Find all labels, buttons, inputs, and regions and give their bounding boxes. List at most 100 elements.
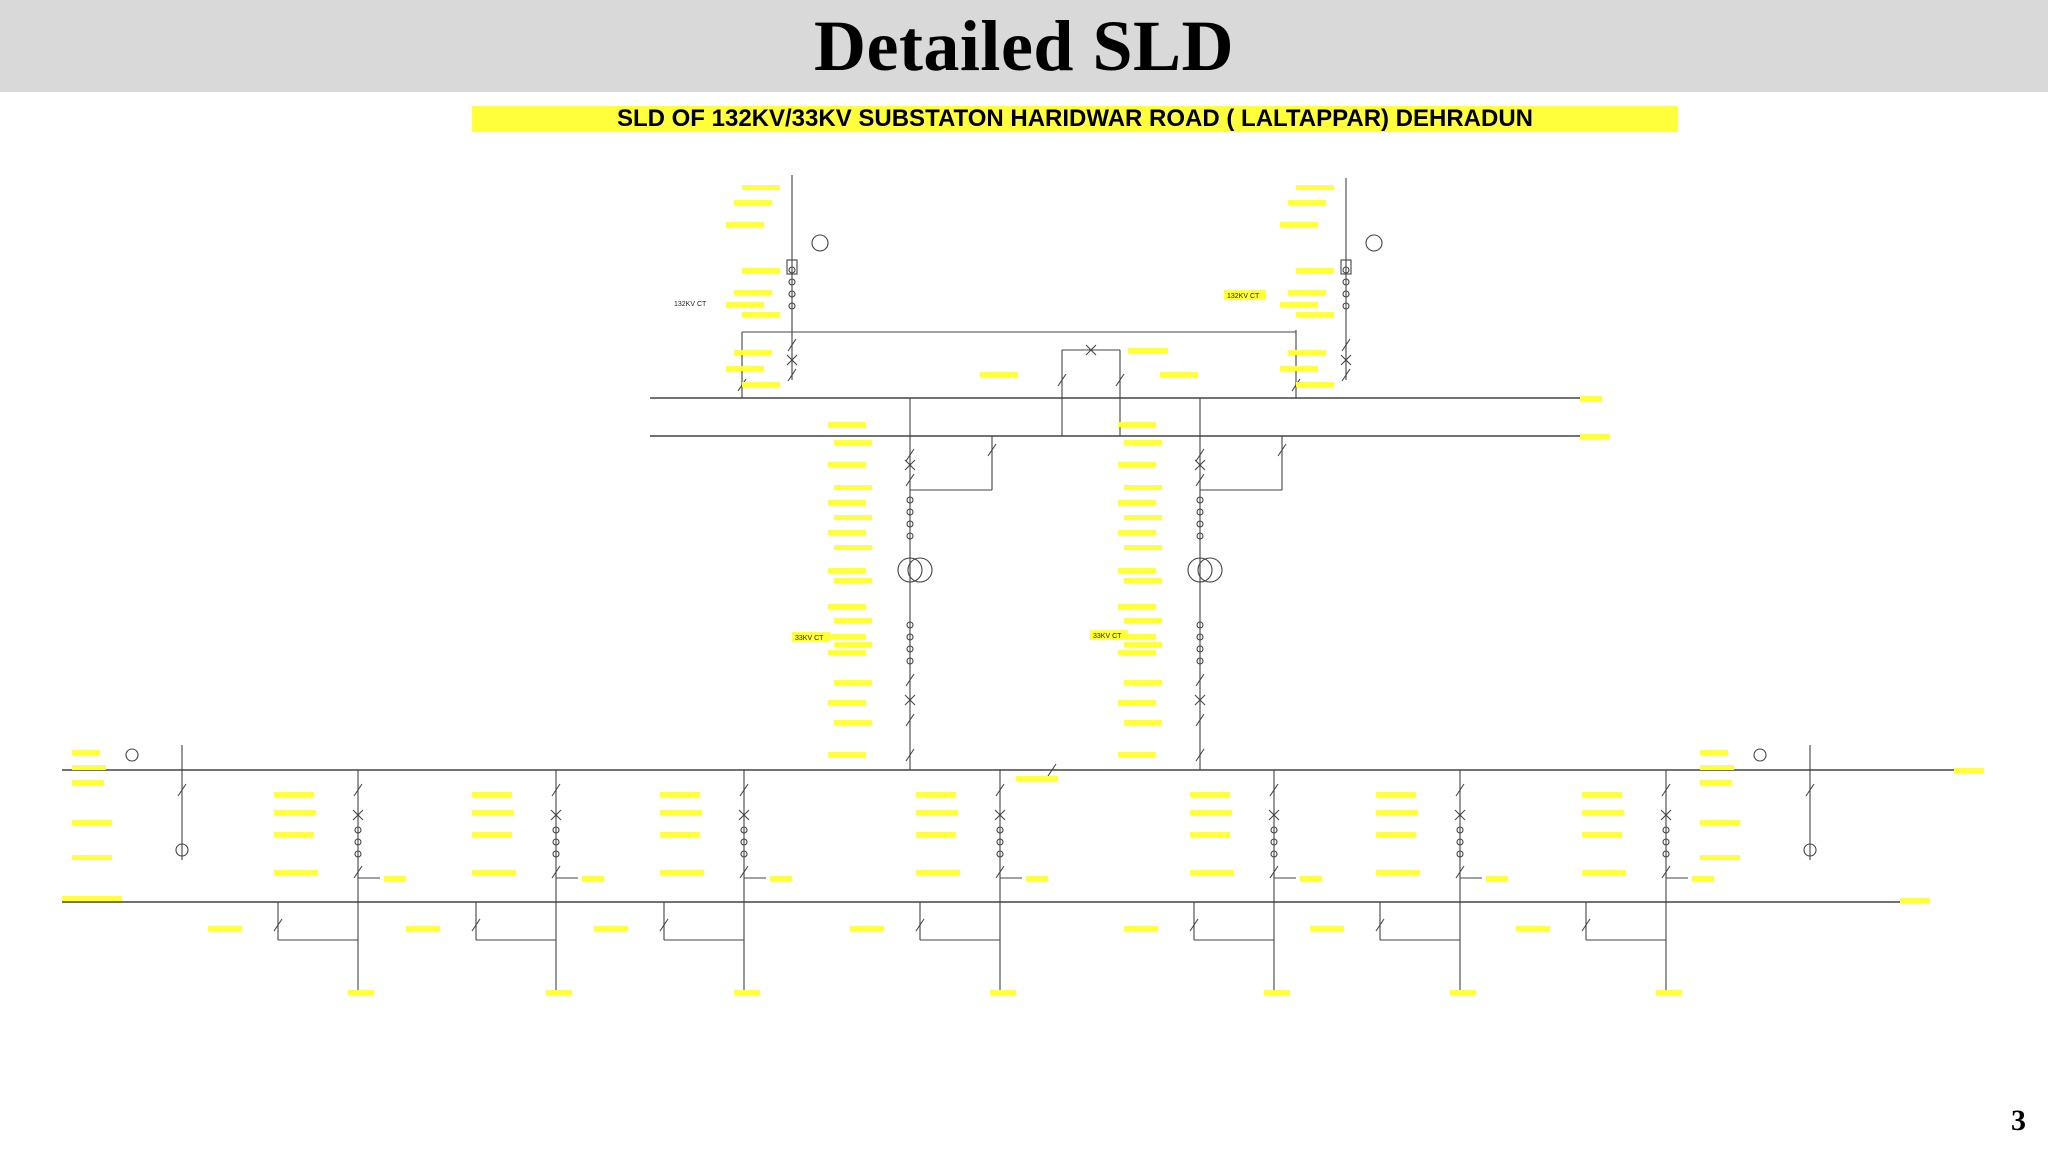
label-tag (1124, 680, 1162, 685)
isolator-symbol (471, 918, 481, 932)
breaker-symbol (1454, 809, 1466, 821)
isolator-symbol (1047, 763, 1057, 777)
label-tag (1118, 634, 1156, 639)
isolator-symbol (1195, 713, 1205, 727)
label-tag (1026, 876, 1048, 881)
cvt-symbol (1365, 234, 1383, 252)
isolator-symbol (1661, 865, 1671, 879)
isolator-symbol (1455, 865, 1465, 879)
label-tag (1124, 618, 1162, 623)
ct-symbol (906, 532, 914, 540)
breaker-symbol (904, 694, 916, 706)
label-tag (1376, 810, 1418, 815)
breaker-symbol (1194, 694, 1206, 706)
ct-symbol (1196, 621, 1204, 629)
ct-symbol (1270, 838, 1278, 846)
isolator-symbol (1375, 918, 1385, 932)
label-tag (742, 268, 780, 273)
label-tag (1376, 870, 1420, 875)
label-tag (274, 792, 314, 797)
label-tag (1124, 720, 1162, 725)
isolator-symbol (995, 783, 1005, 797)
ct-symbol (552, 826, 560, 834)
ct-symbol (906, 508, 914, 516)
label-tag (1656, 990, 1682, 995)
breaker-symbol (904, 459, 916, 471)
isolator-symbol (659, 918, 669, 932)
breaker-symbol (1085, 344, 1097, 356)
ct-symbol (1342, 290, 1350, 298)
ct-symbol (1456, 838, 1464, 846)
label-tag (1124, 642, 1162, 647)
breaker-symbol (1340, 354, 1352, 366)
label-tag (1288, 200, 1326, 205)
label-tag (1190, 870, 1234, 875)
label-tag (828, 650, 866, 655)
isolator-symbol (1455, 783, 1465, 797)
label-tag (1280, 366, 1318, 371)
label-tag (384, 876, 406, 881)
ct-symbol (1270, 850, 1278, 858)
station-transformer (175, 843, 189, 857)
label-tag (1580, 396, 1602, 401)
label-tag (916, 810, 958, 815)
ct-symbol (788, 266, 796, 274)
ct-symbol (354, 826, 362, 834)
breaker-symbol (994, 809, 1006, 821)
isolator-symbol (739, 783, 749, 797)
label-tag (828, 462, 866, 467)
label-tag (834, 515, 872, 520)
label-tag (980, 372, 1018, 377)
label-tag (582, 876, 604, 881)
label-tag (1118, 462, 1156, 467)
label-tag (828, 568, 866, 573)
label-tag (828, 530, 866, 535)
label-tag (734, 350, 772, 355)
label-tag (834, 642, 872, 647)
label-tag (828, 500, 866, 505)
label-tag (1582, 832, 1622, 837)
slide-header: Detailed SLD (0, 0, 2048, 92)
label-tag (990, 990, 1016, 995)
label-tag (472, 870, 516, 875)
label-tag (916, 870, 960, 875)
ct-symbol (906, 621, 914, 629)
ct-symbol (1196, 532, 1204, 540)
ct-symbol (552, 850, 560, 858)
label-tag (274, 870, 318, 875)
label-tag (472, 832, 512, 837)
label-tag (1376, 792, 1416, 797)
label-tag (916, 792, 956, 797)
label-tag (660, 870, 704, 875)
breaker-symbol (550, 809, 562, 821)
label-tag (834, 578, 872, 583)
isolator-symbol (1581, 918, 1591, 932)
power-transformer (897, 557, 923, 583)
label-tag (1580, 434, 1610, 439)
label-tag (1016, 776, 1058, 781)
label-tag (1700, 765, 1734, 770)
isolator-symbol (353, 865, 363, 879)
ct-symbol (1270, 826, 1278, 834)
label-tag (660, 832, 700, 837)
label-tag (834, 545, 872, 550)
label-tag (742, 185, 780, 190)
yellow-tags (62, 185, 1984, 995)
page-number: 3 (2011, 1104, 2026, 1137)
isolator-symbol (1195, 448, 1205, 462)
label-tag (1582, 792, 1622, 797)
ct-symbol (1342, 302, 1350, 310)
ct-symbol (906, 645, 914, 653)
label-tag (1450, 990, 1476, 995)
isolator-symbol (1195, 748, 1205, 762)
label-tag (1118, 752, 1156, 757)
label-tag (1118, 700, 1156, 705)
isolator-symbol (551, 783, 561, 797)
label-tag (1280, 302, 1318, 307)
label-tag (472, 792, 512, 797)
label-tag (770, 876, 792, 881)
cvt-symbol (811, 234, 829, 252)
power-transformer (1197, 557, 1223, 583)
label-tag (1376, 832, 1416, 837)
label-tag (1288, 350, 1326, 355)
